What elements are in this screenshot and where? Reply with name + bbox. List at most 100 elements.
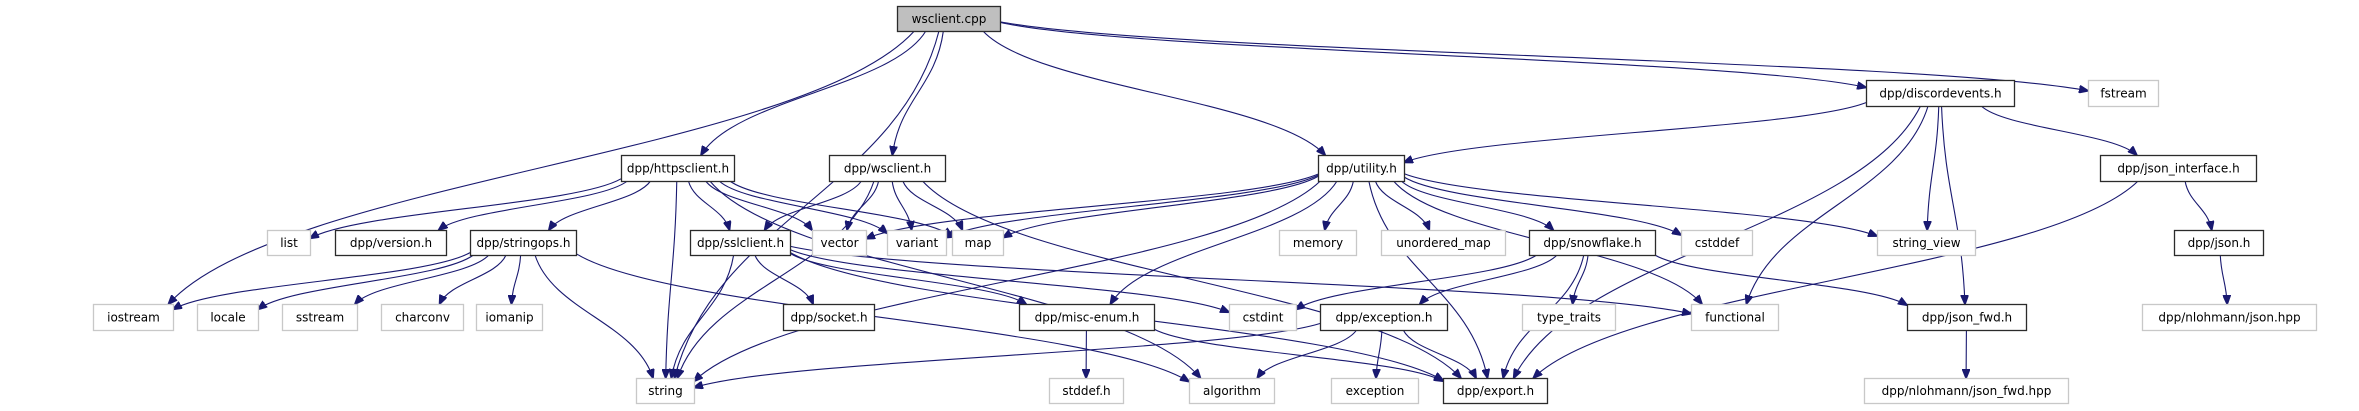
edge-exception_h-to-string <box>694 322 1321 387</box>
node-label: dpp/httpsclient.h <box>627 162 729 176</box>
node-box[interactable] <box>1865 79 2016 108</box>
edge-utility-to-string_view <box>1403 173 1877 236</box>
node-box[interactable] <box>620 154 736 183</box>
node-export[interactable]: dpp/export.h <box>1442 377 1549 405</box>
edge-discordevents-to-string_view <box>1927 105 1940 230</box>
node-algorithm: algorithm <box>1188 377 1276 405</box>
node-label: fstream <box>2100 87 2146 101</box>
node-nlohmann-json: dpp/nlohmann/json.hpp <box>2141 303 2318 332</box>
edge-snowflake-to-type_traits <box>1573 254 1589 304</box>
node-wsclient-h[interactable]: dpp/wsclient.h <box>828 154 947 183</box>
node-wsclient-cpp[interactable]: wsclient.cpp <box>896 5 1002 33</box>
edge-wsclient_cpp-to-discordevents <box>999 21 1866 87</box>
edge-stringops-to-iostream <box>173 252 471 310</box>
node-json-h[interactable]: dpp/json.h <box>2173 229 2265 257</box>
edge-wsclient_cpp-to-wsclient_h <box>892 30 944 155</box>
node-label: exception <box>1346 384 1405 398</box>
node-cstdint: cstdint <box>1228 303 1298 332</box>
node-label: dpp/json_interface.h <box>2117 162 2239 176</box>
node-memory: memory <box>1278 229 1358 257</box>
node-functional: functional <box>1690 303 1780 332</box>
edge-wsclient_h-to-vector <box>847 180 880 230</box>
node-sstream: sstream <box>281 303 359 332</box>
node-stddef: stddef.h <box>1048 377 1125 405</box>
node-box <box>196 303 260 332</box>
edge-stringops-to-iomanip <box>511 254 522 304</box>
node-box[interactable] <box>334 229 448 257</box>
node-json-fwd[interactable]: dpp/json_fwd.h <box>1906 303 2028 332</box>
node-cstddef: cstddef <box>1680 229 1754 257</box>
node-box[interactable] <box>689 229 792 257</box>
edge-stringops-to-locale <box>258 254 474 309</box>
edge-utility-to-memory <box>1325 180 1354 230</box>
node-sslclient[interactable]: dpp/sslclient.h <box>689 229 792 257</box>
node-box <box>1690 303 1780 332</box>
node-box <box>1380 229 1507 257</box>
node-httpsclient[interactable]: dpp/httpsclient.h <box>620 154 736 183</box>
node-misc-enum[interactable]: dpp/misc-enum.h <box>1018 303 1156 332</box>
edge-utility-to-cstddef <box>1403 176 1681 235</box>
edge-wsclient_cpp-to-iostream <box>169 30 915 304</box>
node-label: unordered_map <box>1396 236 1491 250</box>
node-stringops[interactable]: dpp/stringops.h <box>469 229 578 257</box>
node-box[interactable] <box>1906 303 2028 332</box>
node-box <box>1680 229 1754 257</box>
node-box <box>380 303 465 332</box>
node-list: list <box>266 229 312 257</box>
node-exception-h[interactable]: dpp/exception.h <box>1319 303 1449 332</box>
edge-discordevents-to-json_interface <box>1980 105 2136 155</box>
node-box[interactable] <box>2173 229 2265 257</box>
node-utility[interactable]: dpp/utility.h <box>1317 154 1406 183</box>
node-label: dpp/export.h <box>1457 384 1534 398</box>
node-label: dpp/json_fwd.h <box>1922 311 2012 325</box>
edge-sslclient-to-functional <box>789 245 1691 313</box>
node-label: dpp/utility.h <box>1326 162 1397 176</box>
node-box <box>92 303 175 332</box>
node-box <box>281 303 359 332</box>
node-box <box>2141 303 2318 332</box>
edge-utility-to-misc_enum <box>1110 180 1338 304</box>
edge-wsclient_cpp-to-string <box>675 30 940 378</box>
node-box[interactable] <box>1319 303 1449 332</box>
edge-wsclient_cpp-to-fstream <box>999 21 2088 91</box>
edge-stringops-to-charconv <box>440 254 507 304</box>
edge-httpsclient-to-vector <box>705 180 812 230</box>
node-box[interactable] <box>469 229 578 257</box>
edge-httpsclient-to-stringops <box>549 180 651 230</box>
edge-wsclient_h-to-variant <box>891 180 911 230</box>
node-discordevents[interactable]: dpp/discordevents.h <box>1865 79 2016 108</box>
node-exception: exception <box>1330 377 1420 405</box>
node-label: iostream <box>107 311 160 325</box>
node-snowflake[interactable]: dpp/snowflake.h <box>1528 229 1657 257</box>
node-box[interactable] <box>2099 154 2258 183</box>
node-socket[interactable]: dpp/socket.h <box>782 303 876 332</box>
edge-utility-to-vector <box>866 173 1319 239</box>
edge-utility-to-export <box>1368 180 1488 378</box>
node-unordered-map: unordered_map <box>1380 229 1507 257</box>
node-json-interface[interactable]: dpp/json_interface.h <box>2099 154 2258 183</box>
edge-utility-to-unordered_map <box>1374 180 1429 230</box>
node-box[interactable] <box>828 154 947 183</box>
node-version[interactable]: dpp/version.h <box>334 229 448 257</box>
node-box[interactable] <box>1442 377 1549 405</box>
node-label: dpp/snowflake.h <box>1543 236 1641 250</box>
node-box <box>951 229 1005 257</box>
node-box[interactable] <box>782 303 876 332</box>
node-label: dpp/stringops.h <box>477 236 571 250</box>
node-label: functional <box>1705 311 1765 325</box>
edge-stringops-to-sstream <box>355 254 490 304</box>
edge-sslclient-to-cstdint <box>789 249 1229 313</box>
node-box <box>1048 377 1125 405</box>
node-box[interactable] <box>896 5 1002 33</box>
edge-stringops-to-algorithm <box>575 253 1189 382</box>
node-label: dpp/misc-enum.h <box>1035 311 1140 325</box>
node-string: string <box>635 377 696 405</box>
node-type-traits: type_traits <box>1521 303 1617 332</box>
node-label: dpp/sslclient.h <box>697 236 784 250</box>
node-label: locale <box>210 311 245 325</box>
node-box[interactable] <box>1317 154 1406 183</box>
node-box[interactable] <box>1528 229 1657 257</box>
node-box[interactable] <box>1018 303 1156 332</box>
node-box <box>1188 377 1276 405</box>
